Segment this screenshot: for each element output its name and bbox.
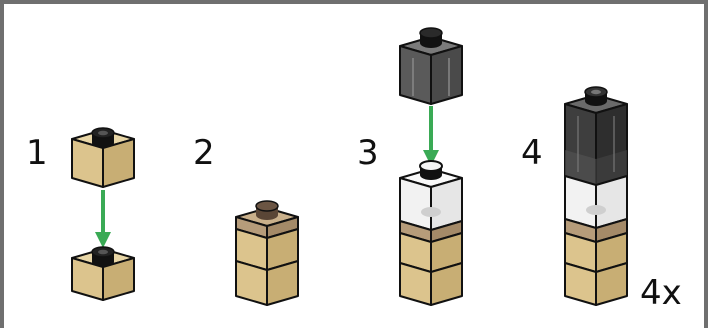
stud-icon: [419, 160, 443, 180]
trans-black-brick: [399, 27, 463, 105]
stacked-column-step3: [399, 160, 463, 306]
stacked-tan-column: [235, 200, 299, 306]
step-number-3: 3: [357, 133, 379, 173]
step-number-4: 4: [521, 133, 543, 173]
step-number-2: 2: [193, 133, 215, 173]
completed-column: [564, 86, 628, 306]
step-number-1: 1: [26, 133, 48, 173]
stud-icon: [255, 200, 279, 220]
tan-brick-1x1-bottom: [71, 246, 135, 301]
quantity-label: 4x: [640, 273, 682, 313]
stud-icon: [584, 86, 608, 106]
stud-icon: [91, 246, 115, 267]
stud-icon: [91, 127, 115, 148]
stud-icon: [419, 27, 443, 48]
tan-brick-1x1-top: [71, 127, 135, 188]
